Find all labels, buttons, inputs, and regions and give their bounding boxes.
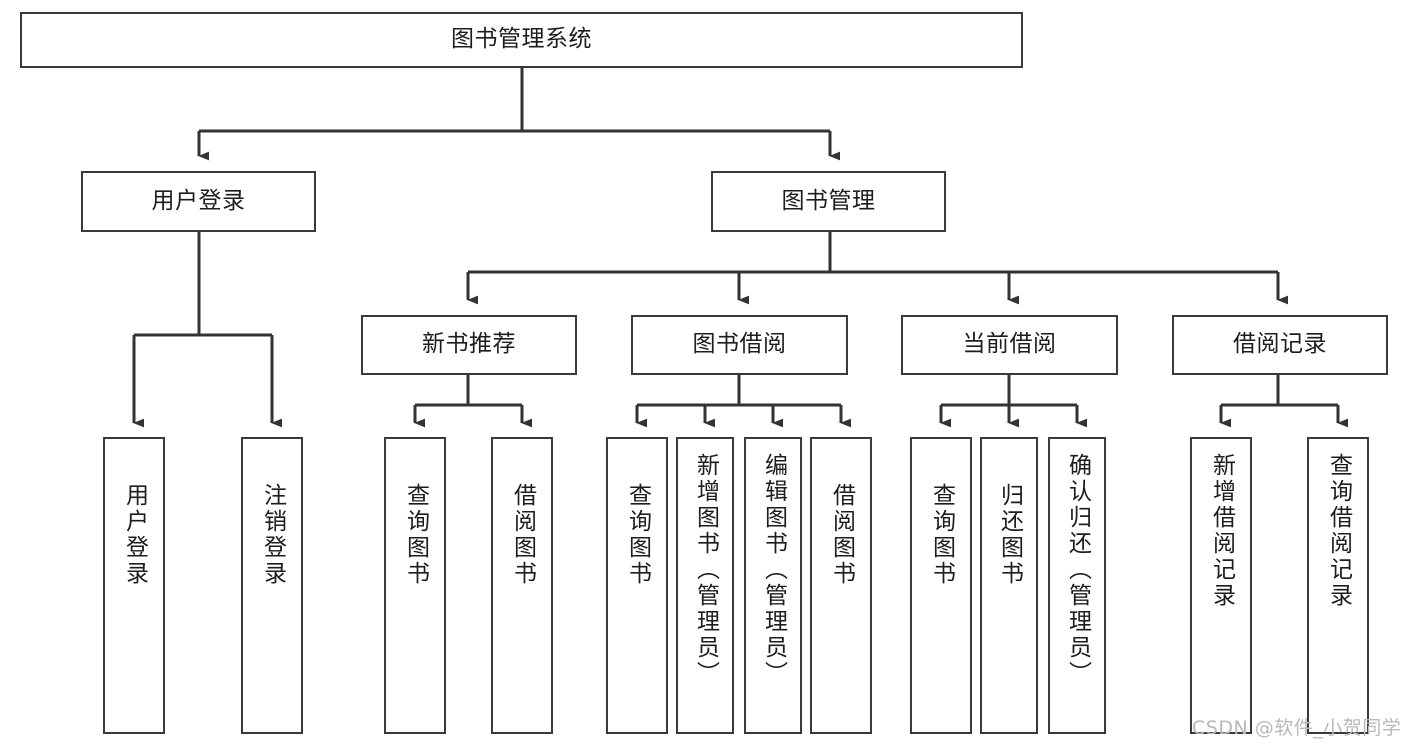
node-label: 用户登录 xyxy=(121,483,148,587)
node-label: 归还图书 xyxy=(996,483,1023,587)
node-label: 查询图书 xyxy=(928,483,955,587)
leaf-return-book[interactable]: 归还图书 xyxy=(980,437,1038,734)
leaf-borrow-book[interactable]: 借阅图书 xyxy=(810,437,872,734)
leaf-query-book-current[interactable]: 查询图书 xyxy=(910,437,972,734)
node-label: 查询借阅记录 xyxy=(1325,453,1352,609)
leaf-query-book-borrow[interactable]: 查询图书 xyxy=(606,437,668,734)
leaf-add-book-admin[interactable]: 新增图书（管理员） xyxy=(676,437,734,734)
node-label: 新增借阅记录 xyxy=(1208,453,1235,609)
node-user-login[interactable]: 用户登录 xyxy=(81,171,316,232)
leaf-borrow-book-recommend[interactable]: 借阅图书 xyxy=(491,437,553,734)
node-label: 借阅图书 xyxy=(828,483,855,587)
node-label: 当前借阅 xyxy=(962,331,1057,358)
node-current-borrow[interactable]: 当前借阅 xyxy=(901,315,1118,375)
leaf-user-login[interactable]: 用户登录 xyxy=(103,437,165,734)
node-label: 查询图书 xyxy=(624,483,651,587)
node-borrow-record[interactable]: 借阅记录 xyxy=(1172,315,1388,375)
node-label: 借阅记录 xyxy=(1233,331,1327,358)
node-label: 图书管理系统 xyxy=(451,26,592,53)
leaf-logout-login[interactable]: 注销登录 xyxy=(241,437,303,734)
node-book-borrow[interactable]: 图书借阅 xyxy=(631,315,848,375)
node-label: 确认归还（管理员） xyxy=(1064,453,1091,687)
leaf-edit-book-admin[interactable]: 编辑图书（管理员） xyxy=(744,437,802,734)
node-label: 新增图书（管理员） xyxy=(692,453,719,687)
node-label: 用户登录 xyxy=(151,187,246,214)
node-label: 查询图书 xyxy=(402,483,429,587)
node-label: 图书管理 xyxy=(781,187,876,214)
node-root-system[interactable]: 图书管理系统 xyxy=(20,12,1023,68)
leaf-query-borrow-record[interactable]: 查询借阅记录 xyxy=(1307,437,1369,734)
node-label: 注销登录 xyxy=(259,483,286,587)
csdn-watermark: CSDN @软件_小贺同学 xyxy=(1192,717,1402,739)
node-label: 新书推荐 xyxy=(422,331,516,358)
node-label: 图书借阅 xyxy=(692,331,787,358)
leaf-add-borrow-record[interactable]: 新增借阅记录 xyxy=(1190,437,1252,734)
node-label: 编辑图书（管理员） xyxy=(760,453,787,687)
node-label: 借阅图书 xyxy=(509,483,536,587)
leaf-query-book-recommend[interactable]: 查询图书 xyxy=(384,437,446,734)
node-book-management[interactable]: 图书管理 xyxy=(711,171,946,232)
node-new-book-recommend[interactable]: 新书推荐 xyxy=(361,315,577,375)
leaf-confirm-return-admin[interactable]: 确认归还（管理员） xyxy=(1048,437,1106,734)
